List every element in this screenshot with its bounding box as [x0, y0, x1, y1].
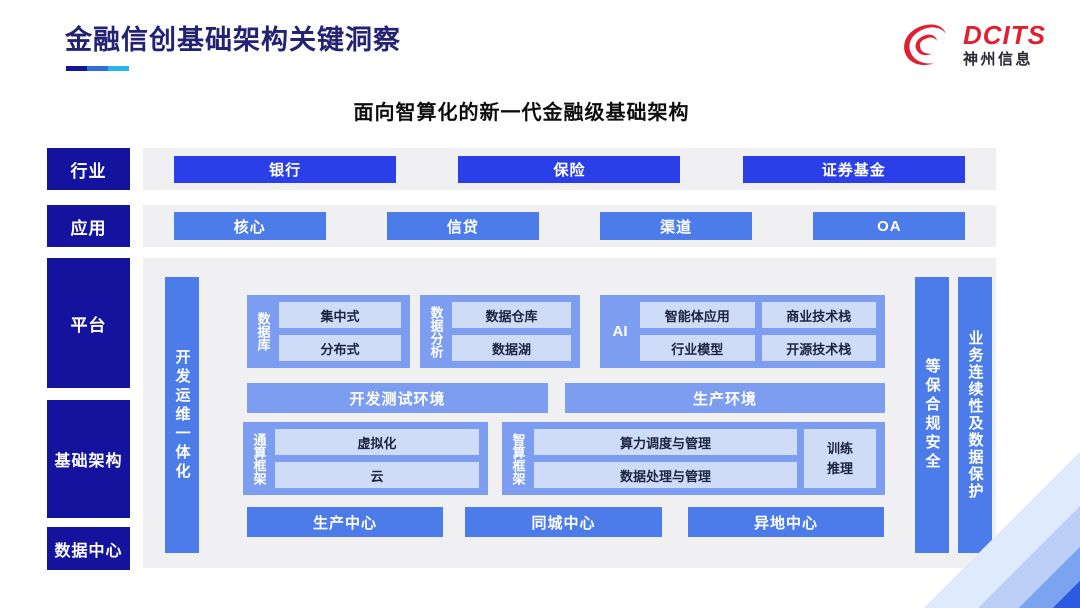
- rail-label-application: 应用: [47, 205, 130, 247]
- intelligent-item-data-processing: 数据处理与管理: [534, 462, 797, 488]
- devops-bar-label: 开发运维一体化: [173, 348, 191, 482]
- application-row: 核心 信贷 渠道 OA: [143, 205, 996, 247]
- devops-bar: 开发运维一体化: [165, 277, 199, 553]
- analytics-group-label: 数据分析: [428, 305, 444, 358]
- page-title: 金融信创基础架构关键洞察: [65, 25, 401, 55]
- analytics-item-warehouse: 数据仓库: [452, 302, 571, 328]
- application-item-channel: 渠道: [600, 212, 753, 240]
- security-compliance-bar: 等保合规安全: [915, 277, 949, 553]
- security-compliance-label: 等保合规安全: [923, 358, 941, 472]
- database-group: 数据库 集中式 分布式: [247, 295, 410, 368]
- industry-item-insurance: 保险: [458, 155, 681, 183]
- industry-item-bank: 银行: [174, 155, 397, 183]
- center-remote: 异地中心: [688, 507, 884, 537]
- intelligent-item-training-inference: 训练推理: [804, 429, 876, 488]
- logo-company-text: 神州信息: [963, 50, 1034, 68]
- database-item-distributed: 分布式: [279, 335, 401, 361]
- dcits-swirl-icon: [904, 24, 947, 65]
- intelligent-framework-label: 智算框架: [510, 432, 526, 485]
- center-samecity: 同城中心: [465, 507, 662, 537]
- industry-item-securities: 证券基金: [742, 155, 965, 183]
- rail-label-industry: 行业: [47, 148, 130, 190]
- database-item-centralized: 集中式: [279, 302, 401, 328]
- intelligent-framework-group: 智算框架 算力调度与管理 数据处理与管理 训练推理: [502, 422, 885, 495]
- ai-item-opensource-stack: 开源技术栈: [761, 335, 876, 361]
- analytics-group: 数据分析 数据仓库 数据湖: [420, 295, 580, 368]
- rail-label-platform: 平台: [47, 258, 130, 388]
- dcits-logo: DCITS 神州信息: [898, 20, 1046, 70]
- ai-item-commercial-stack: 商业技术栈: [761, 302, 876, 328]
- application-item-credit: 信贷: [386, 212, 539, 240]
- intelligent-item-compute-scheduling: 算力调度与管理: [534, 429, 797, 455]
- underline-segment-navy: [66, 66, 87, 71]
- platform-panel: 开发运维一体化 数据库 集中式 分布式 数据分析 数据仓库 数据湖 AI 智能体…: [143, 258, 996, 568]
- diagram-subtitle: 面向智算化的新一代金融级基础架构: [353, 102, 690, 124]
- analytics-item-lake: 数据湖: [452, 335, 571, 361]
- env-devtest-bar: 开发测试环境: [247, 383, 548, 413]
- ai-group: AI 智能体应用 商业技术栈 行业模型 开源技术栈: [600, 295, 885, 368]
- general-item-virtualization: 虚拟化: [275, 429, 479, 455]
- rail-label-datacenter: 数据中心: [47, 527, 130, 570]
- business-continuity-bar: 业务连续性及数据保护: [958, 277, 992, 553]
- ai-group-label: AI: [612, 323, 628, 340]
- ai-item-agent-app: 智能体应用: [640, 302, 755, 328]
- application-item-core: 核心: [173, 212, 326, 240]
- env-production-bar: 生产环境: [565, 383, 885, 413]
- rail-label-infrastructure: 基础架构: [47, 400, 130, 518]
- general-framework-label: 通算框架: [251, 432, 267, 485]
- business-continuity-label: 业务连续性及数据保护: [966, 330, 984, 500]
- underline-segment-blue: [87, 66, 108, 71]
- center-production: 生产中心: [247, 507, 443, 537]
- logo-brand-text: DCITS: [963, 20, 1046, 51]
- ai-item-industry-model: 行业模型: [640, 335, 755, 361]
- industry-row: 银行 保险 证券基金: [143, 148, 996, 190]
- application-item-oa: OA: [813, 212, 966, 240]
- database-group-label: 数据库: [255, 312, 271, 351]
- underline-segment-cyan: [108, 66, 129, 71]
- general-item-cloud: 云: [275, 462, 479, 488]
- title-underline: [66, 66, 129, 71]
- general-framework-group: 通算框架 虚拟化 云: [243, 422, 488, 495]
